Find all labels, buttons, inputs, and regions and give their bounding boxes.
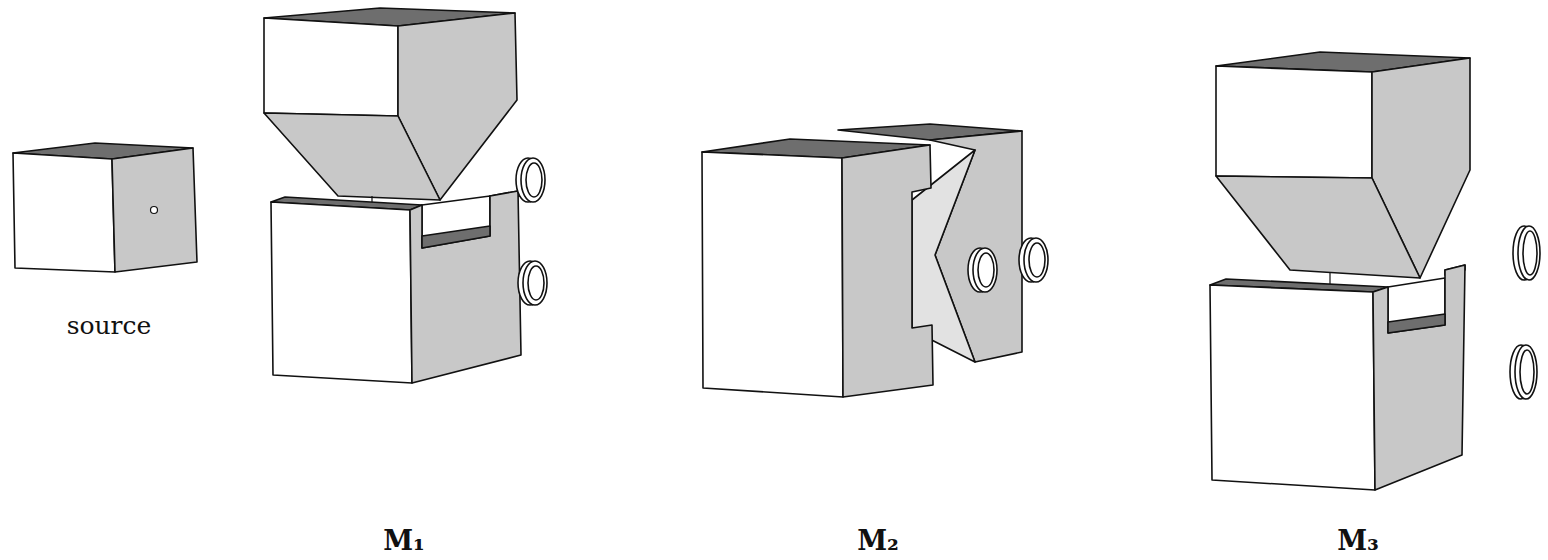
pole-front (264, 18, 398, 116)
pole-wedge (1216, 176, 1420, 278)
pole-front (271, 202, 412, 383)
pole-front (1210, 285, 1375, 490)
pole-wedge (264, 113, 440, 200)
groove (1388, 278, 1445, 333)
cube-side (112, 148, 197, 272)
pole-side (842, 145, 933, 397)
detector-rings-m2 (968, 238, 1048, 292)
pole-side (410, 191, 521, 383)
source-cube (13, 143, 197, 272)
pole-front (1216, 66, 1372, 178)
groove-floor (1388, 314, 1445, 333)
cube-front (13, 153, 115, 272)
groove-floor (422, 226, 490, 248)
gap-edge (1329, 272, 1330, 284)
magnet-m3 (1210, 52, 1470, 490)
magnet-m1 (264, 8, 521, 383)
magnet-label: M₂ (857, 526, 899, 556)
magnet-label: M₃ (1337, 526, 1379, 556)
magnet-label: M₁ (383, 526, 425, 556)
pole-side (1373, 265, 1465, 490)
pole-front (702, 152, 843, 397)
part-label: source (67, 312, 152, 340)
magnet-m2 (702, 124, 1022, 397)
detector-rings-m3 (1510, 226, 1540, 399)
detector-rings-m1 (516, 158, 547, 305)
source-aperture (151, 207, 158, 214)
